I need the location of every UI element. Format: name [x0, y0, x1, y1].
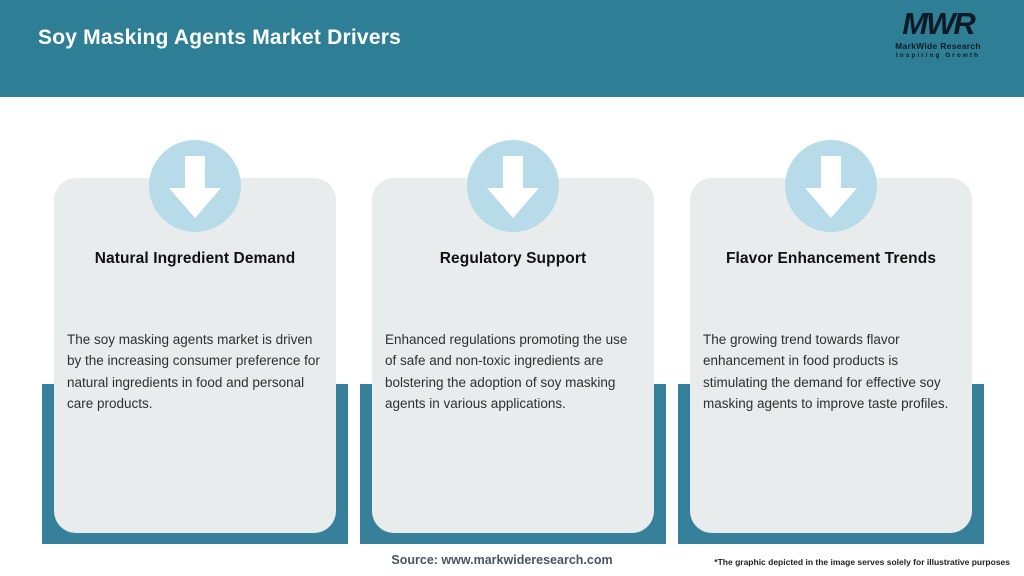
header-bar: Soy Masking Agents Market Drivers MWR Ma…	[0, 0, 1024, 97]
card-body: Flavor Enhancement Trends The growing tr…	[690, 178, 972, 533]
logo-tagline: Inspiring Growth	[896, 52, 980, 59]
source-text: Source: www.markwideresearch.com	[391, 553, 613, 567]
driver-card-regulatory-support: Regulatory Support Enhanced regulations …	[360, 140, 666, 545]
logo-name: MarkWide Research	[895, 41, 981, 51]
card-body: Regulatory Support Enhanced regulations …	[372, 178, 654, 533]
card-body: Natural Ingredient Demand The soy maskin…	[54, 178, 336, 533]
page-title: Soy Masking Agents Market Drivers	[38, 26, 401, 49]
card-description: The soy masking agents market is driven …	[67, 332, 320, 411]
card-description: The growing trend towards flavor enhance…	[703, 332, 949, 411]
driver-card-natural-ingredient-demand: Natural Ingredient Demand The soy maskin…	[42, 140, 348, 545]
down-arrow-icon	[785, 140, 877, 232]
card-title: Regulatory Support	[439, 250, 587, 267]
driver-card-flavor-enhancement-trends: Flavor Enhancement Trends The growing tr…	[678, 140, 984, 545]
card-description: Enhanced regulations promoting the use o…	[385, 332, 628, 411]
card-title: Natural Ingredient Demand	[94, 250, 296, 267]
down-arrow-icon	[467, 140, 559, 232]
markwide-logo: MWR MarkWide Research Inspiring Growth	[878, 8, 998, 59]
down-arrow-icon	[149, 140, 241, 232]
logo-acronym: MWR	[902, 6, 975, 41]
disclaimer-text: *The graphic depicted in the image serve…	[714, 557, 1010, 567]
card-title: Flavor Enhancement Trends	[725, 250, 937, 267]
